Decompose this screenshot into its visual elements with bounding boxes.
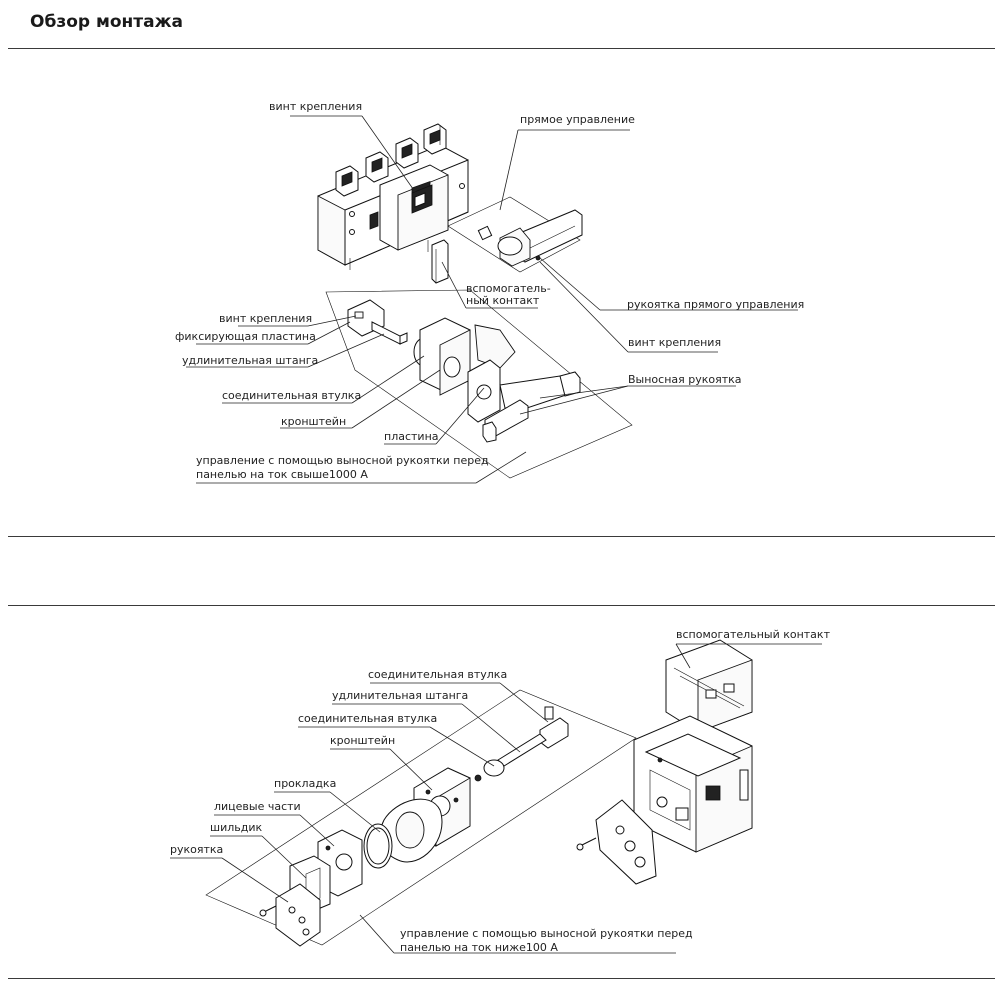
caption-top-line2: панелью на ток свыше1000 А xyxy=(196,468,368,481)
labels-bottom: вспомогательный контакт соединительная в… xyxy=(170,628,831,954)
caption-top-line1: управление с помощью выносной рукоятки п… xyxy=(196,454,489,467)
label-plate: пластина xyxy=(384,430,439,443)
divider-top xyxy=(8,48,995,49)
label-gasket: прокладка xyxy=(274,777,336,790)
page-title: Обзор монтажа xyxy=(30,12,183,32)
label-bracket-bottom: кронштейн xyxy=(330,734,395,747)
remote-handle-assembly-top xyxy=(325,289,633,479)
label-direct-handle: рукоятка прямого управления xyxy=(627,298,804,311)
label-extension-rod-top: удлинительная штанга xyxy=(182,354,318,367)
caption-bottom-line1: управление с помощью выносной рукоятки п… xyxy=(400,927,693,940)
switch-assembly-top xyxy=(317,123,469,270)
label-screw-left: винт крепления xyxy=(219,312,312,325)
label-handle: рукоятка xyxy=(170,843,223,856)
leaders-top xyxy=(186,115,798,484)
divider-mid-2 xyxy=(8,605,995,606)
label-aux-contact-bottom: вспомогательный контакт xyxy=(676,628,831,641)
direct-handle-top xyxy=(447,196,583,273)
divider-bottom xyxy=(8,978,995,979)
label-aux-contact-line1: вспомогатель- xyxy=(466,282,551,295)
label-fixing-plate: фиксирующая пластина xyxy=(175,330,316,343)
leaders-bottom xyxy=(170,643,822,954)
aux-contact-top xyxy=(427,239,449,284)
label-direct-control: прямое управление xyxy=(520,113,635,126)
label-coupling-top: соединительная втулка xyxy=(222,389,361,402)
label-face-parts: лицевые части xyxy=(214,800,301,813)
label-screw-top: винт крепления xyxy=(269,100,362,113)
divider-mid-1 xyxy=(8,536,995,537)
label-extension-rod-bottom: удлинительная штанга xyxy=(332,689,468,702)
label-nameplate: шильдик xyxy=(210,821,262,834)
labels-top: винт крепления прямое управление вспомог… xyxy=(175,100,804,481)
switch-assembly-bottom xyxy=(576,639,753,885)
label-bracket-top: кронштейн xyxy=(281,415,346,428)
label-remote-handle: Выносная рукоятка xyxy=(628,373,742,386)
label-aux-contact-line2: ный контакт xyxy=(466,294,540,307)
caption-bottom-line2: панелью на ток ниже100 А xyxy=(400,941,558,954)
label-screw-right: винт крепления xyxy=(628,336,721,349)
label-coupling-1: соединительная втулка xyxy=(368,668,507,681)
remote-handle-assembly-bottom xyxy=(205,689,637,947)
label-coupling-2: соединительная втулка xyxy=(298,712,437,725)
